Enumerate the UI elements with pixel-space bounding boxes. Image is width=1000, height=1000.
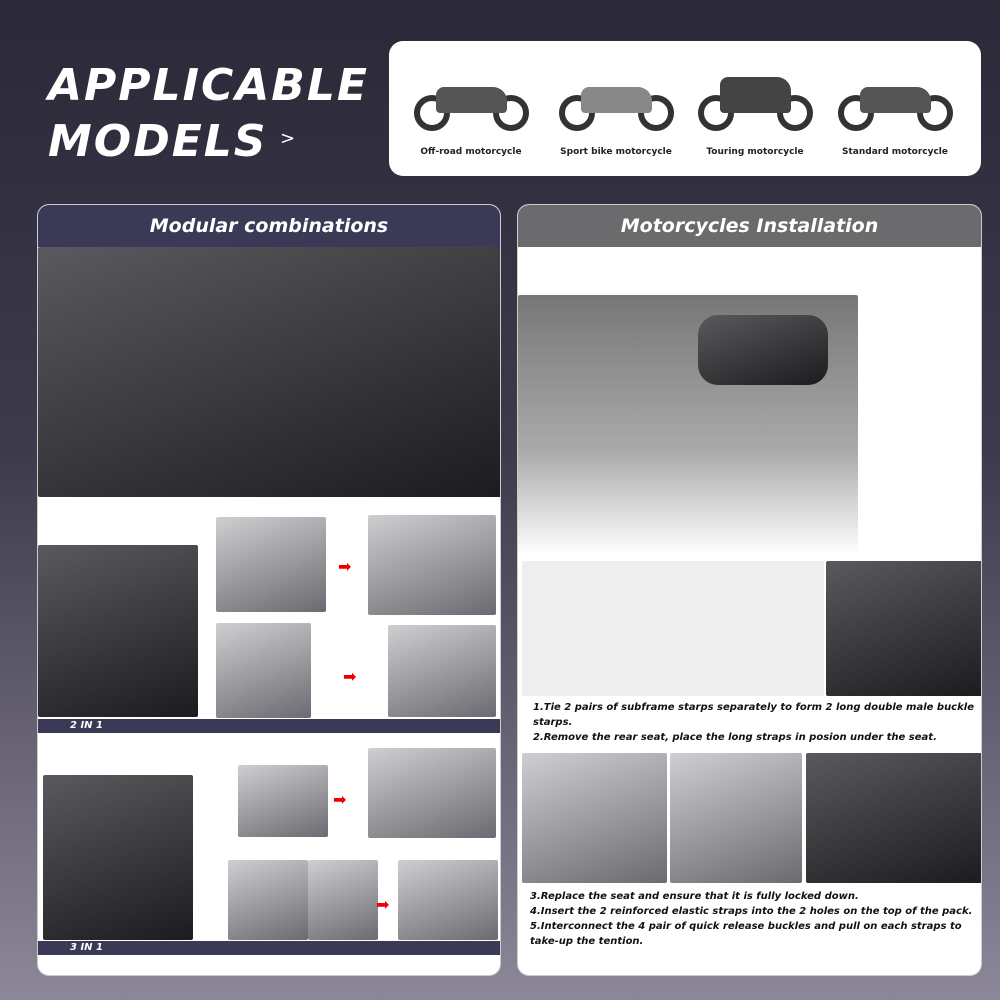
model-offroad: Off-road motorcycle	[401, 63, 541, 157]
modular-combinations-panel: Modular combinations ➡ ➡ 2 IN 1 ➡ ➡ 3 IN…	[37, 204, 501, 976]
model-standard: Standard motorcycle	[825, 63, 965, 157]
model-label: Off-road motorcycle	[420, 147, 522, 157]
red-arrow-icon: ➡	[338, 557, 352, 576]
red-arrow-icon: ➡	[343, 667, 357, 686]
model-label: Standard motorcycle	[841, 147, 948, 157]
bag-photo	[698, 315, 828, 385]
step-photo	[388, 625, 496, 717]
panel-title: Modular combinations	[38, 205, 500, 247]
steps-3-5: 3.Replace the seat and ensure that it is…	[530, 889, 972, 949]
label-2in1: 2 IN 1	[38, 719, 500, 733]
sport-motorcycle-icon	[558, 63, 674, 135]
seat-photo	[522, 753, 667, 883]
chevron-right-icon: >	[280, 128, 296, 149]
models-card: Off-road motorcycle Sport bike motorcycl…	[389, 41, 981, 176]
label-3in1: 3 IN 1	[38, 941, 500, 955]
strap-install-photo	[826, 561, 981, 696]
3in1-photo	[43, 775, 193, 940]
model-touring: Touring motorcycle	[685, 63, 825, 157]
step-photo	[308, 860, 378, 940]
step-photo	[216, 517, 326, 612]
step-text: 3.Replace the seat and ensure that it is…	[530, 891, 859, 902]
straps-photo	[522, 561, 824, 696]
standard-motorcycle-icon	[837, 63, 953, 135]
title-line-1: APPLICABLE	[48, 60, 369, 111]
title-line-2: MODELS	[48, 116, 268, 167]
step-photo	[228, 860, 308, 940]
step-text: 1.Tie 2 pairs of subframe starps separat…	[533, 702, 974, 728]
combination-photo	[38, 247, 500, 497]
red-arrow-icon: ➡	[376, 895, 390, 914]
installation-panel: Motorcycles Installation 1.Tie 2 pairs o…	[517, 204, 982, 976]
touring-motorcycle-icon	[697, 63, 813, 135]
red-arrow-icon: ➡	[333, 790, 347, 809]
step-text: 2.Remove the rear seat, place the long s…	[533, 732, 937, 743]
step-photo	[238, 765, 328, 837]
panel-title: Motorcycles Installation	[518, 205, 981, 247]
buckles-photo	[806, 753, 981, 883]
2in1-photo	[38, 545, 198, 717]
steps-1-2: 1.Tie 2 pairs of subframe starps separat…	[533, 700, 981, 745]
step-photo	[368, 515, 496, 615]
offroad-motorcycle-icon	[413, 63, 529, 135]
step-text: take-up the tention.	[530, 936, 644, 947]
step-photo	[368, 748, 496, 838]
step-text: 5.Interconnect the 4 pair of quick relea…	[530, 921, 962, 932]
model-label: Touring motorcycle	[706, 147, 804, 157]
step-photo	[216, 623, 311, 718]
elastic-photo	[670, 753, 802, 883]
model-label: Sport bike motorcycle	[560, 147, 672, 157]
step-text: 4.Insert the 2 reinforced elastic straps…	[530, 906, 973, 917]
model-sport: Sport bike motorcycle	[546, 63, 686, 157]
step-photo	[398, 860, 498, 940]
